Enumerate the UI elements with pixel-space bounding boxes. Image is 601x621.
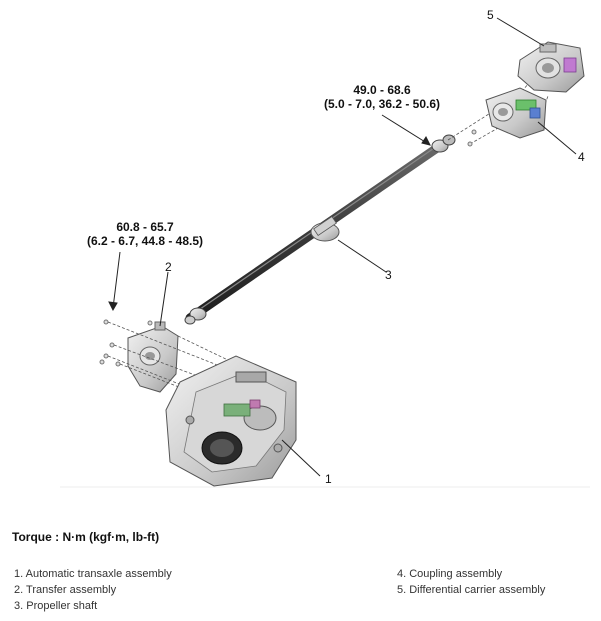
legend-item: 5. Differential carrier assembly [397, 584, 546, 596]
coupling-assembly [467, 87, 547, 147]
callout-number-5: 5 [487, 8, 494, 22]
exploded-view-diagram [60, 17, 590, 488]
torque-leaders [108, 114, 431, 312]
legend-item: 4. Coupling assembly [397, 568, 503, 580]
legend-item: 3. Propeller shaft [14, 600, 98, 612]
callout-number-3: 3 [385, 268, 392, 282]
parts-legend-right: 4. Coupling assembly 5. Differential car… [397, 566, 545, 598]
torque-value: 49.0 - 68.6 [353, 83, 411, 97]
propeller-shaft [184, 134, 456, 325]
torque-value-converted: (6.2 - 6.7, 44.8 - 48.5) [86, 234, 204, 248]
torque-units-heading: Torque : N·m (kgf·m, lb-ft) [12, 530, 160, 544]
torque-label-propeller: 49.0 - 68.6 (5.0 - 7.0, 36.2 - 50.6) [302, 83, 462, 111]
automatic-transaxle-assembly [165, 355, 297, 487]
parts-legend-left: 1. Automatic transaxle assembly 2. Trans… [14, 566, 172, 614]
torque-value-converted: (5.0 - 7.0, 36.2 - 50.6) [323, 97, 441, 111]
callout-number-2: 2 [165, 260, 172, 274]
differential-carrier-assembly [517, 41, 585, 93]
torque-value: 60.8 - 65.7 [116, 220, 174, 234]
legend-item: 2. Transfer assembly [14, 584, 117, 596]
callout-number-1: 1 [325, 472, 332, 486]
transfer-assembly [127, 321, 179, 393]
torque-label-transfer: 60.8 - 65.7 (6.2 - 6.7, 44.8 - 48.5) [70, 220, 220, 248]
callout-number-4: 4 [578, 150, 585, 164]
callout-leaders [159, 17, 577, 477]
legend-item: 1. Automatic transaxle assembly [14, 568, 172, 580]
